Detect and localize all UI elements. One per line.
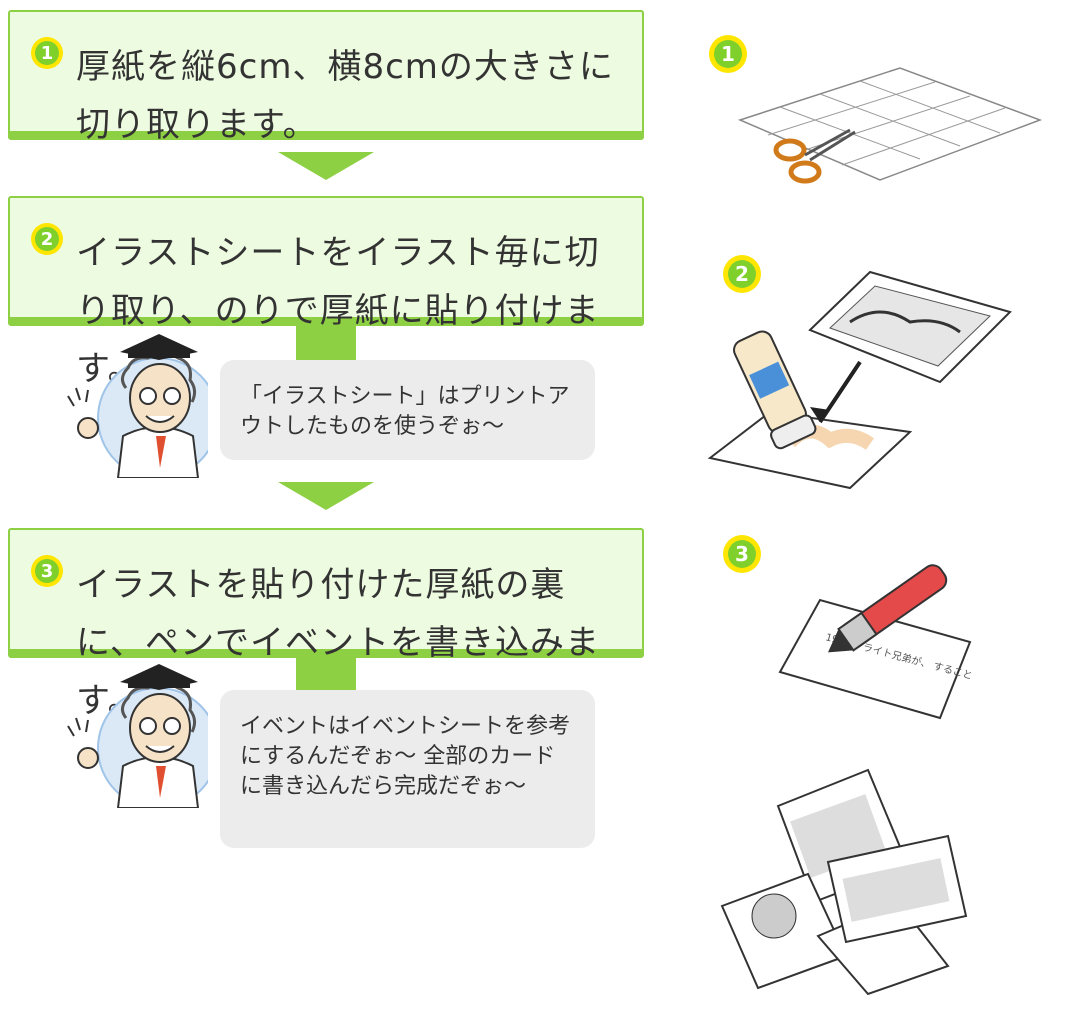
step-2-number-icon: 2: [31, 223, 63, 255]
step-3-text: イラストを貼り付けた厚紙の裏に、ペンでイベントを書き込みます。: [76, 565, 600, 721]
step-3-number-icon: 3: [31, 555, 63, 587]
connector: [296, 658, 356, 690]
svg-text:2: 2: [41, 229, 54, 250]
step-1-box: 1 厚紙を縦6cm、横8cmの大きさに切り取ります。: [8, 10, 644, 145]
svg-text:3: 3: [41, 561, 54, 582]
step-1-number-icon: 1: [31, 37, 63, 69]
svg-text:1: 1: [721, 42, 735, 66]
step-2-text: イラストシートをイラスト毎に切り取り、のりで厚紙に貼り付けます。: [76, 233, 600, 389]
bubble-2-text: イベントはイベントシートを参考にするんだぞぉ〜 全部のカードに書き込んだら完成だ…: [240, 714, 571, 799]
illustration-2-number-icon: 2: [723, 255, 761, 293]
down-arrow-icon: [278, 482, 374, 510]
bubble-1-text: 「イラストシート」はプリントアウトしたものを使うぞぉ〜: [240, 384, 570, 439]
svg-text:1: 1: [41, 43, 54, 64]
writing-card-icon: 1903年 ライト兄弟が、 すること: [778, 564, 974, 720]
professor-icon: [67, 334, 208, 478]
speech-bubble-1: 「イラストシート」はプリントアウトしたものを使うぞぉ〜: [220, 360, 595, 460]
professor-icon: [67, 664, 208, 808]
step-2-box: 2 イラストシートをイラスト毎に切り取り、のりで厚紙に貼り付けます。: [8, 196, 644, 389]
speech-bubble-2: イベントはイベントシートを参考にするんだぞぉ〜 全部のカードに書き込んだら完成だ…: [220, 690, 595, 848]
finished-cards-icon: [720, 768, 968, 996]
illustration-3-number-icon: 3: [723, 535, 761, 573]
svg-text:3: 3: [735, 542, 749, 566]
illustration-1-number-icon: 1: [709, 35, 747, 73]
glue-card-icon: [707, 270, 1012, 490]
step-1-text: 厚紙を縦6cm、横8cmの大きさに切り取ります。: [76, 47, 614, 145]
step-3-box: 3 イラストを貼り付けた厚紙の裏に、ペンでイベントを書き込みます。: [8, 528, 644, 721]
svg-text:2: 2: [735, 262, 749, 286]
down-arrow-icon: [278, 152, 374, 180]
cutting-cardboard-icon: [737, 67, 1043, 184]
